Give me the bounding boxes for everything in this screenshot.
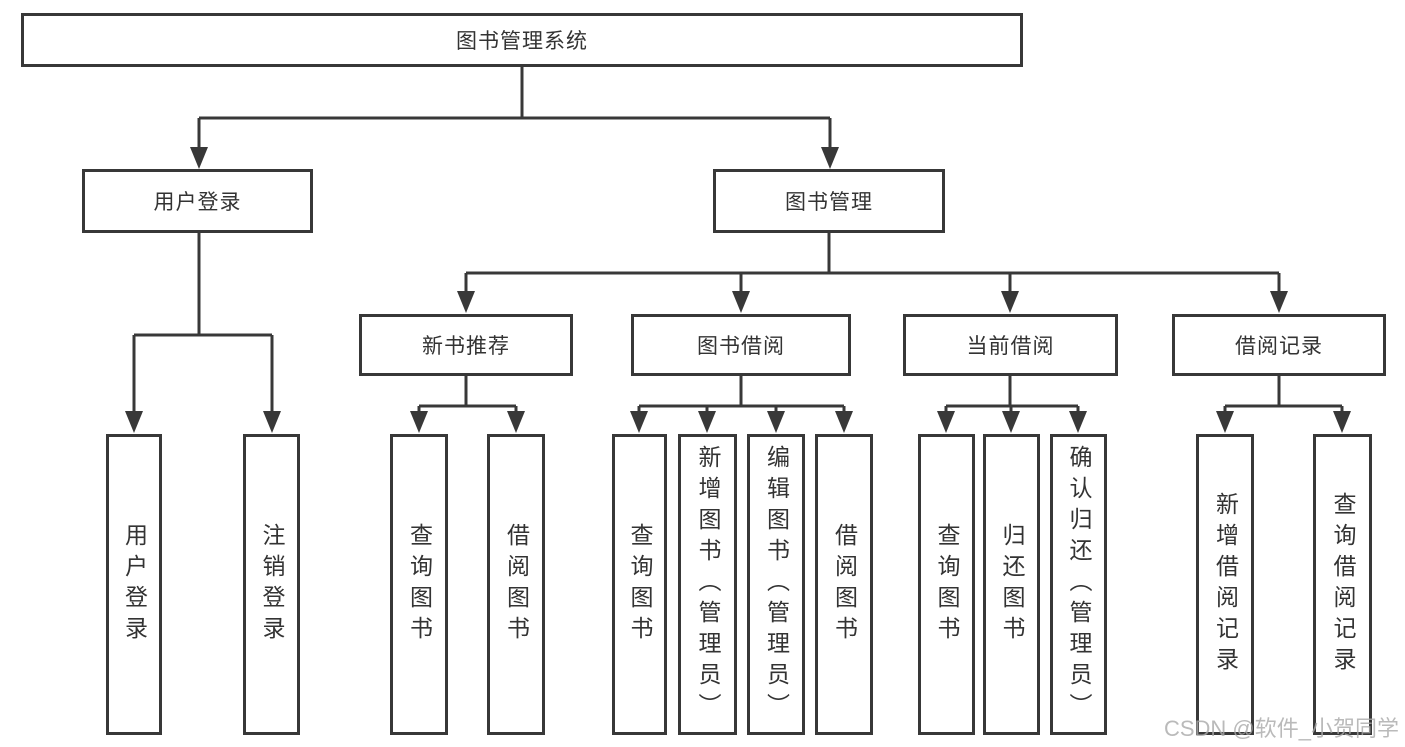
leaf-return-book: 归还图书 [983, 434, 1040, 735]
leaf-query-book-current: 查询图书 [918, 434, 975, 735]
node-root-system: 图书管理系统 [21, 13, 1023, 67]
leaf-query-book-rec: 查询图书 [390, 434, 448, 735]
edges-current-borrow [937, 376, 1087, 433]
edges-user-login [125, 233, 281, 433]
node-book-management: 图书管理 [713, 169, 945, 233]
leaf-query-borrow-record: 查询借阅记录 [1313, 434, 1372, 735]
csdn-watermark: CSDN @软件_小贺同学 [1163, 716, 1399, 741]
leaf-edit-book-admin: 编辑图书（管理员） [747, 434, 805, 735]
leaf-add-borrow-record: 新增借阅记录 [1196, 434, 1254, 735]
edges-new-book-rec [410, 376, 525, 433]
node-book-borrow: 图书借阅 [631, 314, 851, 376]
edges-borrow-records [1216, 376, 1351, 433]
leaf-query-book-borrow: 查询图书 [612, 434, 667, 735]
node-current-borrow: 当前借阅 [903, 314, 1118, 376]
edges-book-mgmt [457, 233, 1288, 313]
leaf-borrow-book: 借阅图书 [815, 434, 873, 735]
leaf-user-login: 用户登录 [106, 434, 162, 735]
leaf-logout: 注销登录 [243, 434, 300, 735]
edges-root [190, 67, 839, 169]
node-user-login: 用户登录 [82, 169, 313, 233]
edges-book-borrow [630, 376, 853, 433]
leaf-add-book-admin: 新增图书（管理员） [678, 434, 737, 735]
leaf-confirm-return-admin: 确认归还（管理员） [1050, 434, 1107, 735]
node-new-book-recommend: 新书推荐 [359, 314, 573, 376]
leaf-borrow-book-rec: 借阅图书 [487, 434, 545, 735]
node-borrow-records: 借阅记录 [1172, 314, 1386, 376]
